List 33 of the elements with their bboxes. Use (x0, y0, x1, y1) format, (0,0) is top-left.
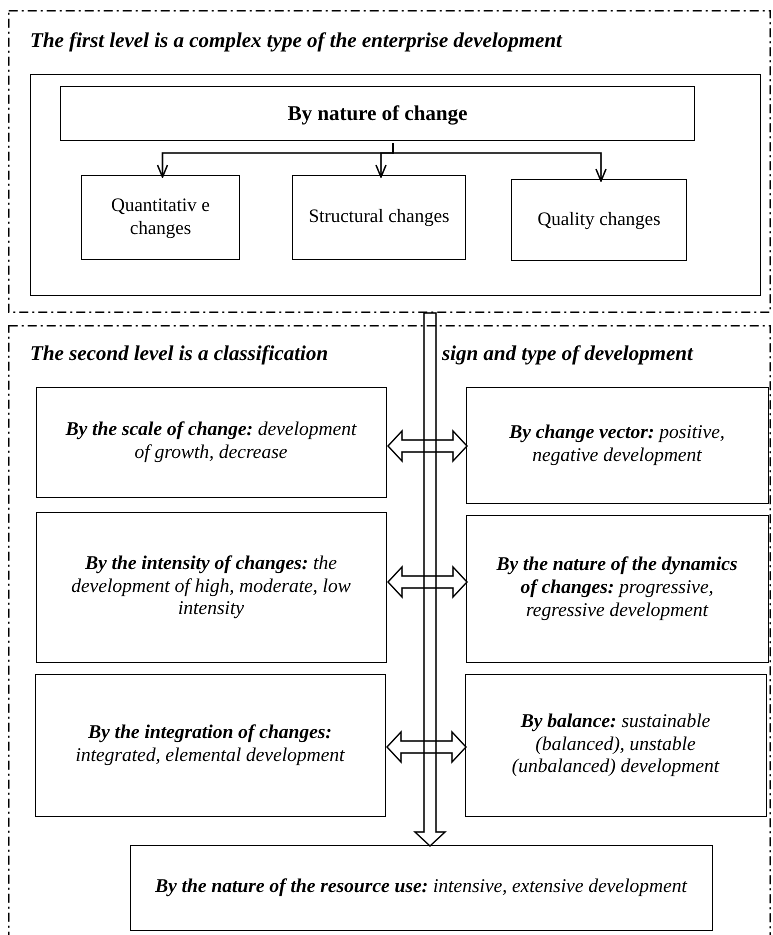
level-heading: sign and type of development (442, 341, 693, 366)
change-label: Quality changes (538, 208, 660, 232)
classification-text: By balance: sustainable (balanced), unstable (unbalanced) development (510, 710, 720, 780)
level-panel (8, 325, 771, 935)
level-panel (8, 10, 771, 313)
classification-box (130, 844, 712, 930)
classification-text: By the scale of change: development of growth, decrease (64, 419, 358, 465)
classification-text: By the integration of changes: integrated, elemental development (74, 722, 346, 768)
classification-text: By the nature of the resource use: intensive, extensive development (155, 876, 687, 899)
double-block-arrow (386, 565, 468, 599)
block-arrow (413, 312, 447, 848)
classification-box (466, 514, 768, 662)
change-box (292, 175, 466, 260)
classification-box (34, 674, 386, 816)
change-label: Structural changes (308, 206, 450, 229)
classification-text: By the nature of the dynamics of changes: progressive, regressive development (495, 554, 739, 623)
arrow (392, 143, 607, 182)
change-box (81, 175, 240, 260)
classification-box (464, 674, 766, 816)
classification-text: By the intensity of changes: the development of high, moderate, low intensity (70, 552, 352, 622)
classification-box (36, 386, 386, 498)
double-block-arrow (386, 730, 468, 764)
classification-text: By change vector: positive, negative development (508, 422, 726, 468)
classification-box (466, 386, 768, 504)
change-label: Quantitativ e changes (110, 195, 211, 240)
level-heading: The second level is a classification (30, 341, 328, 366)
group-box (30, 74, 760, 296)
category-box (60, 86, 695, 141)
level-heading: The first level is a complex type of the enterprise development (30, 28, 562, 53)
change-box (511, 179, 687, 261)
classification-box (36, 512, 386, 662)
category-title: By nature of change (288, 101, 468, 126)
double-block-arrow (386, 429, 468, 463)
